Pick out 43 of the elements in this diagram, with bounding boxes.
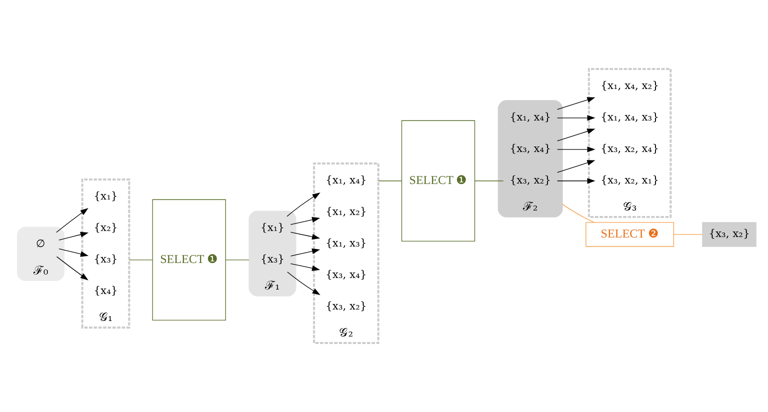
node-box: SELECT ❶ xyxy=(152,199,226,321)
node-text: {x₄} xyxy=(94,284,118,297)
arrow xyxy=(58,232,89,240)
connector xyxy=(562,204,595,223)
node-text: {x₃, x₄} xyxy=(510,142,551,155)
node-box: {x₃, x₂} xyxy=(702,222,756,247)
arrow xyxy=(56,256,88,280)
node-text: {x₃, x₂} xyxy=(326,299,367,312)
node-text: {x₁, x₄, x₂} xyxy=(600,78,659,92)
node-text: {x₂} xyxy=(94,220,118,234)
arrow xyxy=(290,263,320,271)
arrow xyxy=(56,208,88,233)
node-text: {x₃} xyxy=(260,252,284,266)
arrow xyxy=(287,272,320,296)
node-text: {x₃} xyxy=(94,252,118,266)
arrow xyxy=(556,128,596,142)
node-text: {x₁, x₄} xyxy=(510,110,551,124)
arrow xyxy=(556,146,596,152)
arrow xyxy=(290,217,320,225)
arrow xyxy=(286,192,320,217)
node-text: {x₁, x₃} xyxy=(326,236,367,250)
connector xyxy=(673,234,703,235)
node-text: {x₁, x₄, x₃} xyxy=(600,110,659,124)
node-text: ∅ xyxy=(36,237,46,250)
node-text: {x₃, x₂} xyxy=(510,173,551,186)
node-text: {x₃, x₂, x₄} xyxy=(600,142,659,155)
arrow xyxy=(556,160,596,173)
connector xyxy=(474,180,504,182)
arrow xyxy=(556,178,596,184)
arrow xyxy=(58,248,89,257)
node-text: {x₁} xyxy=(94,190,118,203)
node-text: {x₁, x₂} xyxy=(326,204,367,218)
node-box: SELECT ❶ xyxy=(401,120,476,242)
arrow xyxy=(290,248,320,256)
node-text: {x₃, x₄} xyxy=(326,268,367,281)
node-text: {x₁, x₄} xyxy=(326,173,367,186)
arrow xyxy=(556,115,596,121)
arrow xyxy=(556,97,596,110)
connector xyxy=(378,180,402,182)
arrow xyxy=(290,232,320,240)
node-text: {x₃, x₂, x₁} xyxy=(600,173,659,186)
node-box: SELECT ❷ xyxy=(586,222,674,247)
node-text: {x₁} xyxy=(260,220,284,234)
